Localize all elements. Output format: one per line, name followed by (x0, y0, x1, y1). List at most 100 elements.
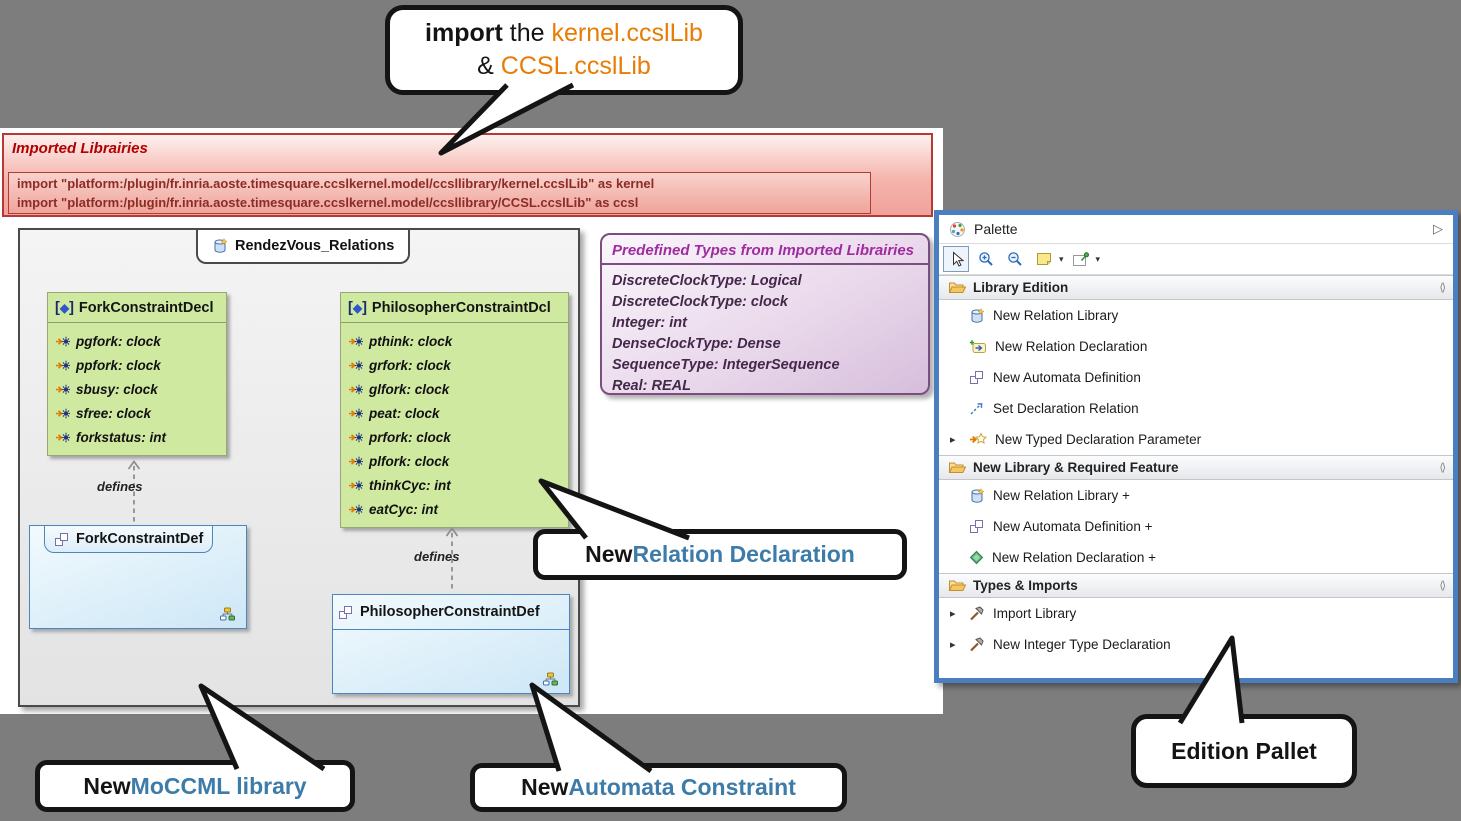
fork-constraint-decl-header[interactable]: [◆] ForkConstraintDecl (48, 293, 226, 323)
attribute-row[interactable]: pgfork: clock (55, 329, 219, 353)
palette-item-new-relation-library[interactable]: New Relation Library (939, 300, 1453, 331)
set-declaration-relation-icon (970, 403, 983, 415)
palette-item-label: New Relation Declaration + (992, 550, 1156, 565)
attribute-row[interactable]: grfork: clock (348, 353, 561, 377)
palette-item-new-relation-declaration-plus[interactable]: New Relation Declaration + (939, 542, 1453, 573)
attribute-row[interactable]: forkstatus: int (55, 425, 219, 449)
relation-declaration-icon (969, 340, 986, 353)
palette-item-label: New Integer Type Declaration (993, 637, 1171, 652)
relation-library-icon (971, 307, 985, 323)
attribute-row[interactable]: eatCyc: int (348, 497, 561, 521)
attribute-row[interactable]: glfork: clock (348, 377, 561, 401)
note-icon (1037, 253, 1051, 265)
palette-item-label: New Relation Declaration (995, 339, 1148, 354)
section-new-library-required-feature[interactable]: New Library & Required Feature ⟨⟩ (939, 455, 1453, 480)
attribute-list: pthink: clock grfork: clock glfork: cloc… (341, 323, 568, 527)
philosopher-constraint-dcl-header[interactable]: [◆] PhilosopherConstraintDcl (341, 293, 568, 323)
section-library-edition[interactable]: Library Edition ⟨⟩ (939, 275, 1453, 300)
callout-edition-pallet: Edition Pallet (1131, 714, 1357, 788)
def-name: ForkConstraintDef (76, 531, 204, 547)
palette-item-new-automata-definition[interactable]: New Automata Definition (939, 362, 1453, 393)
attribute-label: thinkCyc: int (369, 477, 451, 493)
fork-constraint-def-box[interactable]: ForkConstraintDef (29, 525, 247, 629)
attribute-row[interactable]: pthink: clock (348, 329, 561, 353)
palette-item-new-relation-library-plus[interactable]: New Relation Library + (939, 480, 1453, 511)
palette-icon (950, 221, 965, 237)
palette-collapse-arrow-icon[interactable]: ▷ (1433, 221, 1443, 236)
attribute-icon (56, 408, 70, 418)
automata-definition-icon (339, 605, 352, 619)
palette-title: Palette (974, 221, 1018, 237)
section-types-imports[interactable]: Types & Imports ⟨⟩ (939, 573, 1453, 598)
palette-item-import-library[interactable]: ▸ Import Library (939, 598, 1453, 629)
palette-toolbar: ▾ ▾ (939, 244, 1453, 275)
attribute-icon (349, 504, 363, 514)
defines-label: defines (97, 479, 143, 494)
attribute-row[interactable]: prfork: clock (348, 425, 561, 449)
defines-edge[interactable] (127, 459, 141, 525)
section-label: New Library & Required Feature (973, 460, 1179, 475)
pin-note-icon (1073, 251, 1090, 266)
dropdown-caret-icon[interactable]: ▾ (1095, 253, 1101, 264)
section-label: Library Edition (973, 280, 1069, 295)
callout-new-automata-constraint: New Automata Constraint (470, 763, 847, 812)
section-pin-icon[interactable]: ⟨⟩ (1439, 580, 1445, 592)
decl-name: ForkConstraintDecl (78, 299, 214, 316)
relation-library-frame[interactable]: RendezVous_Relations [◆] ForkConstraintD… (18, 228, 580, 707)
expand-caret-icon[interactable]: ▸ (950, 434, 956, 446)
palette-header[interactable]: Palette ▷ (939, 215, 1453, 244)
attribute-icon (349, 384, 363, 394)
package-name: RendezVous_Relations (235, 238, 395, 254)
attribute-icon (56, 432, 70, 442)
automata-definition-icon (970, 520, 983, 533)
palette-item-set-declaration-relation[interactable]: Set Declaration Relation (939, 393, 1453, 424)
attribute-row[interactable]: sfree: clock (55, 401, 219, 425)
attribute-label: eatCyc: int (369, 501, 439, 517)
attribute-row[interactable]: plfork: clock (348, 449, 561, 473)
typed-declaration-parameter-icon (970, 432, 987, 444)
palette-item-new-typed-declaration-parameter[interactable]: ▸ New Typed Declaration Parameter (939, 424, 1453, 455)
palette-item-new-automata-definition-plus[interactable]: New Automata Definition + (939, 511, 1453, 542)
zoom-out-tool-button[interactable] (1003, 247, 1027, 271)
philosopher-constraint-def-box[interactable]: PhilosopherConstraintDef (332, 594, 570, 694)
note-tool-button[interactable] (1032, 247, 1056, 271)
import-statement: import "platform:/plugin/fr.inria.aoste.… (17, 195, 639, 210)
attribute-label: pthink: clock (369, 333, 453, 349)
expand-caret-icon[interactable]: ▸ (950, 639, 956, 651)
attribute-row[interactable]: ppfork: clock (55, 353, 219, 377)
subtree-icon (220, 607, 235, 621)
palette-item-new-relation-declaration[interactable]: New Relation Declaration (939, 331, 1453, 362)
predefined-types-note[interactable]: Predefined Types from Imported Librairie… (600, 233, 930, 395)
dropdown-caret-icon[interactable]: ▾ (1059, 253, 1064, 264)
select-tool-button[interactable] (943, 246, 969, 272)
attribute-row[interactable]: thinkCyc: int (348, 473, 561, 497)
fork-constraint-decl-box[interactable]: [◆] ForkConstraintDecl pgfork: clock ppf… (47, 292, 227, 456)
attribute-row[interactable]: peat: clock (348, 401, 561, 425)
open-folder-icon (948, 282, 966, 293)
zoom-in-tool-button[interactable] (974, 247, 998, 271)
attribute-icon (349, 432, 363, 442)
declaration-diamond-icon: [◆] (55, 299, 74, 316)
fork-constraint-def-header[interactable]: ForkConstraintDef (44, 526, 214, 553)
zoom-in-icon (979, 252, 993, 266)
pinned-note-tool-button[interactable] (1069, 247, 1093, 271)
palette-item-new-integer-type-declaration[interactable]: ▸ New Integer Type Declaration (939, 629, 1453, 660)
section-label: Types & Imports (973, 578, 1078, 593)
section-pin-icon[interactable]: ⟨⟩ (1439, 462, 1445, 474)
defines-edge[interactable] (445, 526, 459, 592)
open-folder-icon (948, 580, 966, 591)
philosopher-constraint-def-header[interactable]: PhilosopherConstraintDef (333, 595, 569, 630)
attribute-row[interactable]: sbusy: clock (55, 377, 219, 401)
callout-new-relation-declaration: New Relation Declaration (533, 529, 907, 580)
automata-definition-icon (970, 371, 983, 384)
package-tab[interactable]: RendezVous_Relations (196, 230, 411, 264)
palette-item-label: New Typed Declaration Parameter (995, 432, 1202, 447)
declaration-diamond-icon: [◆] (348, 299, 367, 316)
palette-item-label: Set Declaration Relation (993, 401, 1139, 416)
section-pin-icon[interactable]: ⟨⟩ (1439, 282, 1445, 294)
attribute-label: pgfork: clock (76, 333, 161, 349)
philosopher-constraint-dcl-box[interactable]: [◆] PhilosopherConstraintDcl pthink: clo… (340, 292, 569, 528)
palette-item-label: New Relation Library + (993, 488, 1130, 503)
imported-libraries-note[interactable]: Imported Librairies import "platform:/pl… (2, 133, 933, 217)
expand-caret-icon[interactable]: ▸ (950, 608, 956, 620)
